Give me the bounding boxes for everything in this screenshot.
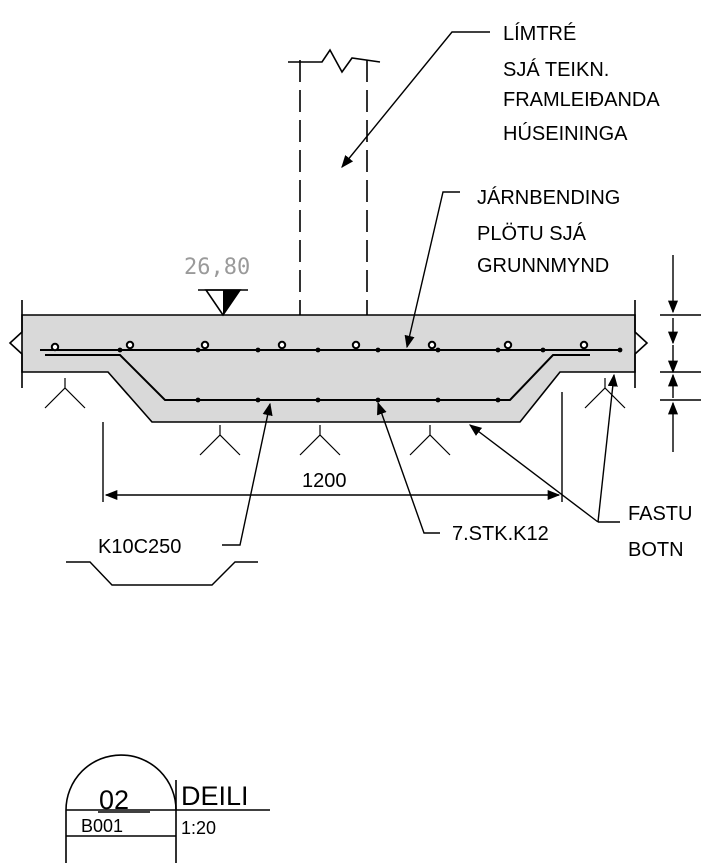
label-k10c250: K10C250	[98, 536, 181, 558]
label-fastur: FASTU BOTN	[628, 503, 692, 561]
detail-scale: 1:20	[181, 818, 216, 838]
leader-k12	[377, 401, 440, 534]
title-block	[65, 754, 270, 863]
svg-text:HÚSEININGA: HÚSEININGA	[503, 122, 628, 145]
svg-text:PLÖTU SJÁ: PLÖTU SJÁ	[477, 222, 587, 245]
detail-title: DEILI	[181, 781, 249, 811]
concrete-slab	[21, 314, 636, 423]
rebar-shape-sketch	[66, 561, 258, 586]
svg-text:JÁRNBENDING: JÁRNBENDING	[477, 186, 620, 209]
leader-fastur	[468, 373, 620, 523]
slab-rebar	[40, 349, 620, 401]
svg-text:LÍMTRÉ: LÍMTRÉ	[503, 22, 576, 45]
svg-text:BOTN: BOTN	[628, 539, 684, 561]
dimension-1200	[102, 392, 563, 502]
sheet-number: B001	[81, 816, 123, 836]
vertical-dimension	[660, 255, 701, 452]
break-line	[288, 48, 381, 74]
label-jarnbending: JÁRNBENDING PLÖTU SJÁ GRUNNMYND	[477, 186, 620, 277]
rebar-rings	[50, 340, 589, 352]
svg-text:FASTU: FASTU	[628, 503, 692, 525]
leader-jarnbending	[404, 191, 460, 349]
svg-text:SJÁ TEIKN.: SJÁ TEIKN.	[503, 58, 609, 81]
leader-k10	[222, 402, 273, 546]
svg-text:FRAMLEIÐANDA: FRAMLEIÐANDA	[503, 89, 660, 111]
detail-number: 02	[99, 785, 129, 815]
svg-text:GRUNNMYND: GRUNNMYND	[477, 255, 609, 277]
dimension-value: 1200	[302, 470, 347, 492]
rebar-dots	[117, 347, 623, 403]
slab-break-right	[634, 300, 649, 388]
timber-column	[288, 48, 381, 315]
label-limtre: LÍMTRÉ SJÁ TEIKN. FRAMLEIÐANDA HÚSEINING…	[503, 22, 660, 145]
slab-break-left	[8, 300, 23, 388]
label-7stk-k12: 7.STK.K12	[452, 523, 549, 545]
soil-hatch	[44, 378, 626, 456]
leader-limtre	[341, 31, 490, 168]
elevation-marker	[198, 289, 248, 317]
elevation-value: 26,80	[184, 255, 250, 280]
